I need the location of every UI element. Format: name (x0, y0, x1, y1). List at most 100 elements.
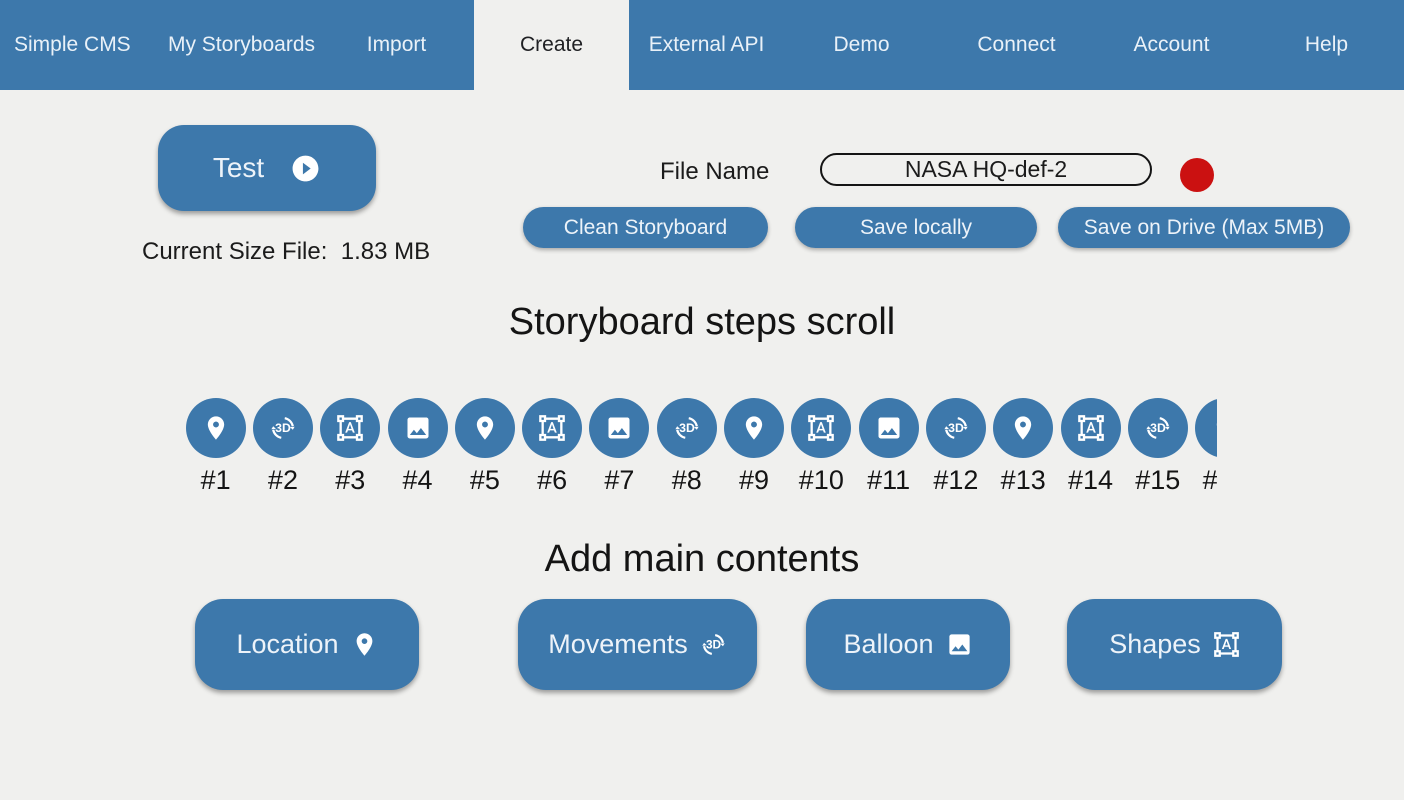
content-button-label: Movements (548, 629, 688, 659)
step-item: #5 (451, 398, 518, 498)
content-button-label: Location (236, 629, 339, 659)
nav-item-demo[interactable]: Demo (833, 33, 890, 56)
step-label: #9 (739, 465, 770, 495)
step-label: #10 (798, 465, 844, 495)
step-item: #15 (1124, 398, 1191, 498)
step-circle[interactable] (522, 398, 583, 458)
status-dot (1180, 158, 1214, 192)
nav-item-account[interactable]: Account (1133, 33, 1210, 56)
top-nav-bar: Simple CMS My Storyboards Import Create … (0, 0, 1404, 90)
step-label: #16 (1202, 465, 1217, 495)
step-label: #15 (1135, 465, 1181, 495)
file-name-input[interactable] (820, 153, 1152, 186)
step-item: #7 (586, 398, 653, 498)
step-label: #8 (671, 465, 702, 495)
step-item: #16 (1191, 398, 1217, 498)
location-pin-icon (202, 414, 230, 442)
step-circle[interactable] (454, 398, 515, 458)
3d-rotation-icon (942, 414, 970, 442)
format-shapes-icon (1213, 631, 1240, 658)
step-item: #4 (384, 398, 451, 498)
step-label: #12 (933, 465, 979, 495)
format-shapes-icon (1077, 414, 1105, 442)
location-pin-icon (1009, 414, 1037, 442)
save-on-drive-button[interactable]: Save on Drive (Max 5MB) (1058, 207, 1350, 248)
step-label: #7 (604, 465, 635, 495)
3d-rotation-icon (700, 631, 727, 658)
step-item: #9 (720, 398, 787, 498)
step-item: #3 (317, 398, 384, 498)
location-pin-icon (1211, 414, 1217, 442)
step-label: #1 (200, 465, 231, 495)
3d-rotation-icon (269, 414, 297, 442)
nav-item-connect[interactable]: Connect (977, 33, 1056, 56)
step-label: #5 (469, 465, 500, 495)
step-item: #10 (788, 398, 855, 498)
step-circle[interactable] (724, 398, 785, 458)
location-pin-icon (351, 631, 378, 658)
test-button[interactable]: Test (158, 125, 376, 211)
current-size-label: Current Size File: (142, 238, 328, 265)
format-shapes-icon (807, 414, 835, 442)
step-circle[interactable] (387, 398, 448, 458)
step-circle[interactable] (1060, 398, 1121, 458)
step-item: #11 (855, 398, 922, 498)
3d-rotation-icon (1144, 414, 1172, 442)
step-circle[interactable] (320, 398, 381, 458)
step-label: #2 (267, 465, 298, 495)
clean-storyboard-button[interactable]: Clean Storyboard (523, 207, 768, 248)
step-circle[interactable] (858, 398, 919, 458)
step-circle[interactable] (925, 398, 986, 458)
step-item: #6 (518, 398, 585, 498)
step-circle[interactable] (252, 398, 313, 458)
current-size-value: 1.83 MB (340, 238, 431, 265)
step-item: #1 (182, 398, 249, 498)
save-locally-button[interactable]: Save locally (795, 207, 1037, 248)
step-circle[interactable] (589, 398, 650, 458)
format-shapes-icon (538, 414, 566, 442)
step-item: #14 (1057, 398, 1124, 498)
location-pin-icon (471, 414, 499, 442)
movements-button[interactable]: Movements (518, 599, 757, 690)
step-circle[interactable] (1127, 398, 1188, 458)
file-name-label: File Name (660, 158, 770, 185)
step-item: #12 (922, 398, 989, 498)
step-label: #3 (335, 465, 366, 495)
step-item: #8 (653, 398, 720, 498)
image-icon (946, 631, 973, 658)
step-label: #11 (867, 465, 911, 495)
step-label: #4 (402, 465, 433, 495)
step-circle[interactable] (993, 398, 1054, 458)
test-button-label: Test (212, 152, 265, 183)
step-circle[interactable] (656, 398, 717, 458)
location-button[interactable]: Location (195, 599, 419, 690)
content-button-label: Balloon (843, 629, 934, 659)
steps-section-title: Storyboard steps scroll (508, 301, 896, 343)
step-label: #14 (1067, 465, 1114, 495)
step-circle[interactable] (185, 398, 246, 458)
nav-item-external-api[interactable]: External API (648, 33, 765, 56)
nav-item-help[interactable]: Help (1304, 33, 1349, 56)
nav-item-create[interactable]: Create (474, 0, 629, 90)
step-circle[interactable] (791, 398, 852, 458)
image-icon (404, 414, 432, 442)
app-brand: Simple CMS (14, 33, 131, 56)
image-icon (875, 414, 903, 442)
current-size-text: Current Size File: 1.83 MB (142, 238, 430, 266)
balloon-button[interactable]: Balloon (806, 599, 1010, 690)
3d-rotation-icon (673, 414, 701, 442)
step-item: #13 (990, 398, 1057, 498)
image-icon (605, 414, 633, 442)
format-shapes-icon (336, 414, 364, 442)
contents-section-title: Add main contents (544, 538, 860, 580)
play-circle-icon (290, 153, 321, 184)
step-item: #2 (249, 398, 316, 498)
steps-row[interactable]: #1 #2 #3 #4 #5 #6 #7 #8 #9 #10 #11 #12 #13 #14 #15 #16 (182, 398, 1217, 498)
shapes-button[interactable]: Shapes (1067, 599, 1282, 690)
location-pin-icon (740, 414, 768, 442)
step-label: #6 (537, 465, 568, 495)
step-circle[interactable] (1195, 398, 1217, 458)
step-label: #13 (1000, 465, 1046, 495)
nav-item-import[interactable]: Import (366, 33, 427, 56)
nav-item-my-storyboards[interactable]: My Storyboards (167, 33, 316, 56)
